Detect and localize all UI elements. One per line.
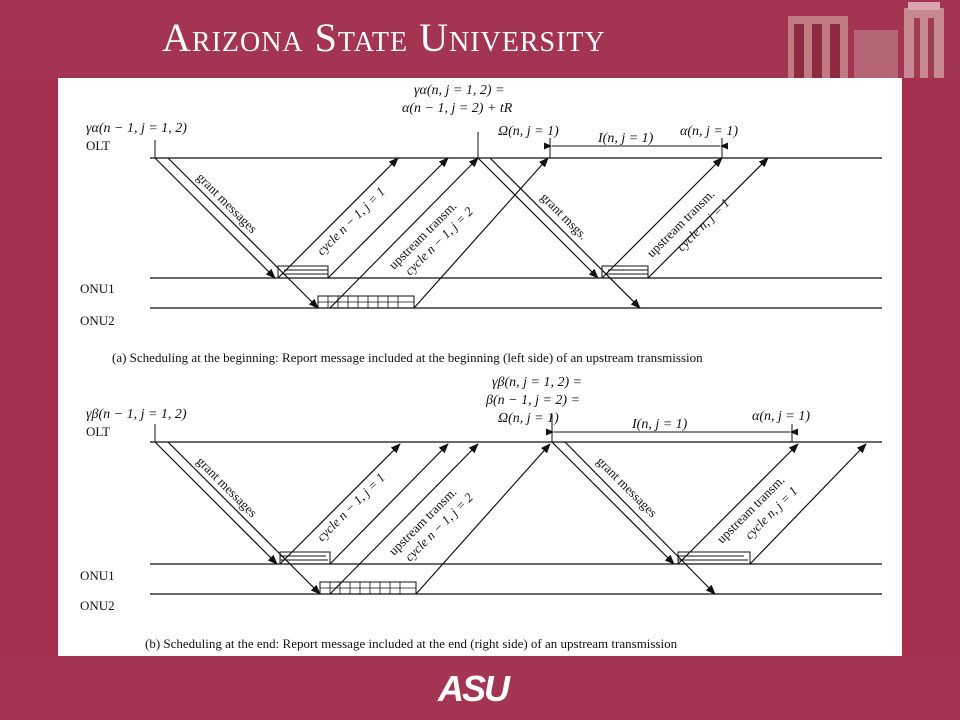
omega-label-a: Ω(n, j = 1) bbox=[498, 124, 559, 139]
gamma-left-label-a: γα(n − 1, j = 1, 2) bbox=[86, 121, 187, 136]
cycle-arrow-a1 bbox=[277, 157, 399, 279]
grant-messages-label-a: grant messages bbox=[194, 170, 261, 237]
alpha-label-a: α(n, j = 1) bbox=[680, 124, 738, 139]
grant-msgs-label-a: grant msgs. bbox=[538, 190, 591, 243]
campus-building-image bbox=[768, 0, 960, 78]
university-title: Arizona State University bbox=[162, 15, 606, 60]
upstream-arrow-a2 bbox=[413, 157, 549, 309]
onu1-burst-b bbox=[279, 551, 331, 565]
gamma-top-label-b1: γβ(n, j = 1, 2) = bbox=[492, 375, 582, 390]
content-panel: OLT ONU1 ONU2 γα(n − 1, j = 1, 2) grant … bbox=[58, 78, 902, 656]
onu2-burst-grid-a bbox=[318, 296, 414, 308]
onu1-burst-b2 bbox=[677, 551, 751, 565]
diagram-b: OLT ONU1 ONU2 γβ(n − 1, j = 1, 2) grant … bbox=[80, 375, 882, 651]
cycle-arrow-b1 bbox=[279, 443, 401, 565]
onu1-label-b: ONU1 bbox=[80, 568, 115, 583]
cycle-arrow-b2 bbox=[329, 443, 449, 565]
grant-arrow-b2-onu2 bbox=[564, 441, 716, 595]
grant-arrow-b1-onu1 bbox=[154, 441, 278, 565]
grant-arrow-a2-onu1 bbox=[477, 157, 599, 279]
upstream-arrow-a4 bbox=[647, 157, 769, 279]
upstream-arrow-a1 bbox=[329, 157, 479, 309]
upstream-arrow-b4 bbox=[749, 443, 867, 565]
alpha-label-b: α(n, j = 1) bbox=[752, 409, 810, 424]
grant-messages-label-b1: grant messages bbox=[194, 454, 261, 521]
caption-b: (b) Scheduling at the end: Report messag… bbox=[145, 636, 678, 651]
asu-logo: ASU bbox=[438, 668, 510, 709]
caption-a: (a) Scheduling at the beginning: Report … bbox=[112, 350, 703, 365]
upstream-arrow-b1 bbox=[329, 443, 479, 595]
interval-label-a: I(n, j = 1) bbox=[597, 131, 654, 146]
cycle-label-a1: cycle n − 1, j = 1 bbox=[314, 184, 388, 258]
gamma-top-label-b3: Ω(n, j = 1) bbox=[498, 411, 559, 426]
grant-arrow-a2-onu2 bbox=[489, 157, 641, 309]
onu1-label-a: ONU1 bbox=[80, 281, 115, 296]
cycle-label-b1: cycle n − 1, j = 1 bbox=[314, 470, 388, 544]
onu2-label-b: ONU2 bbox=[80, 598, 115, 613]
olt-label-b: OLT bbox=[86, 424, 110, 439]
footer-bar bbox=[0, 656, 960, 720]
upstream-arrow-a3 bbox=[601, 157, 723, 279]
gamma-left-label-b: γβ(n − 1, j = 1, 2) bbox=[86, 407, 187, 422]
onu2-burst-grid-b bbox=[320, 582, 416, 594]
grant-arrow-a1-onu2 bbox=[167, 157, 319, 309]
olt-label-a: OLT bbox=[86, 138, 110, 153]
gamma-top-label-a2: α(n − 1, j = 2) + tR bbox=[402, 101, 513, 116]
upstream-arrow-b3 bbox=[677, 443, 799, 565]
interval-label-b: I(n, j = 1) bbox=[631, 417, 688, 432]
gamma-top-label-a1: γα(n, j = 1, 2) = bbox=[414, 83, 504, 98]
grant-messages-label-b2: grant messages bbox=[594, 454, 661, 521]
grant-arrow-b2-onu1 bbox=[551, 441, 675, 565]
onu2-label-a: ONU2 bbox=[80, 313, 115, 328]
diagram-a: OLT ONU1 ONU2 γα(n − 1, j = 1, 2) grant … bbox=[80, 83, 882, 365]
cycle-arrow-a2 bbox=[327, 157, 449, 279]
onu1-burst-a2 bbox=[601, 265, 649, 279]
upstream-arrow-b2 bbox=[415, 443, 551, 595]
grant-arrow-b1-onu2 bbox=[167, 441, 321, 595]
scheduling-diagram: OLT ONU1 ONU2 γα(n − 1, j = 1, 2) grant … bbox=[80, 83, 882, 651]
gamma-top-label-b2: β(n − 1, j = 2) = bbox=[485, 393, 580, 408]
onu1-burst-a bbox=[277, 265, 329, 279]
grant-arrow-a1-onu1 bbox=[154, 157, 276, 279]
